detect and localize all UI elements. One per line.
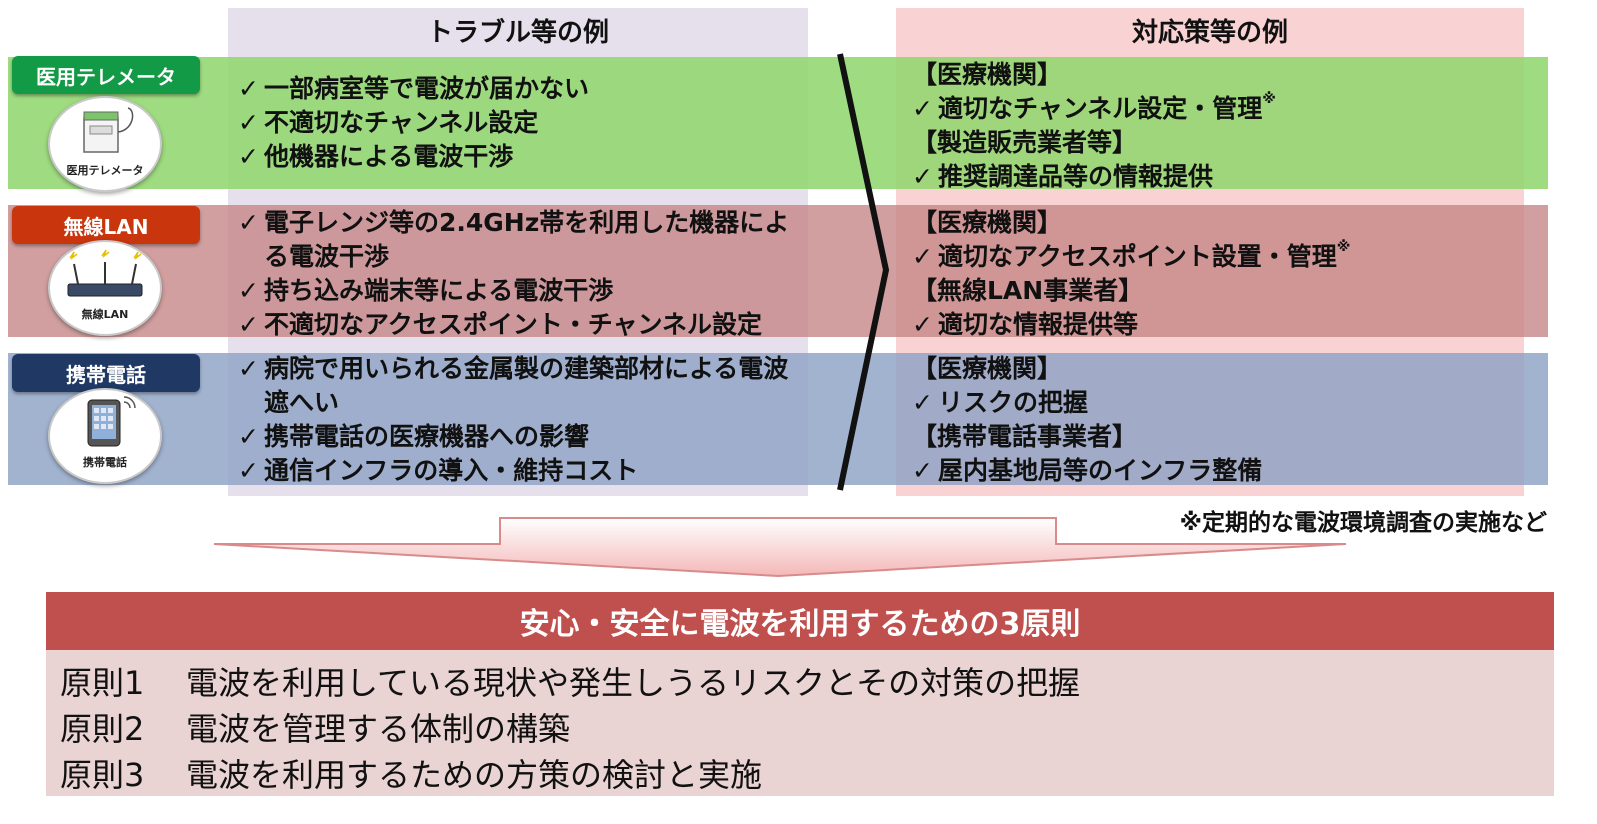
- list-item: ✓病院で用いられる金属製の建築部材による電波遮へい: [238, 354, 789, 417]
- measures-column-title: 対応策等の例: [1131, 18, 1288, 48]
- list-item: ✓適切なアクセスポイント設置・管理※: [912, 239, 1351, 271]
- router-icon-caption: 無線LAN: [81, 308, 129, 321]
- measure-list-wireless-lan: 【医療機関】 ✓適切なアクセスポイント設置・管理※ 【無線LAN事業者】 ✓適切…: [912, 206, 1532, 342]
- measure-header: 【製造販売業者等】: [912, 128, 1138, 157]
- list-item: ✓屋内基地局等のインフラ整備: [912, 456, 1263, 485]
- measure-header: 【医療機関】: [912, 354, 1063, 383]
- measure-list-mobile-phone: 【医療機関】 ✓リスクの把握 【携帯電話事業者】 ✓屋内基地局等のインフラ整備: [912, 352, 1532, 488]
- tablet-icon-caption: 携帯電話: [83, 456, 127, 469]
- measure-header: 【医療機関】: [912, 208, 1063, 237]
- trouble-list-wireless-lan: ✓電子レンジ等の2.4GHz帯を利用した機器による電波干渉 ✓持ち込み端末等によ…: [238, 206, 808, 342]
- list-item: ✓リスクの把握: [912, 388, 1089, 417]
- footnote: ※定期的な電波環境調査の実施など: [1179, 510, 1547, 536]
- list-item: ✓一部病室等で電波が届かない: [238, 74, 590, 103]
- chevron-arrow: [837, 53, 890, 491]
- list-item: ✓通信インフラの導入・維持コスト: [238, 456, 639, 485]
- router-icon-circle: 無線LAN: [48, 240, 162, 336]
- trouble-list-telemeter: ✓一部病室等で電波が届かない ✓不適切なチャンネル設定 ✓他機器による電波干渉: [238, 72, 808, 174]
- telemeter-icon-caption: 医用テレメータ: [66, 164, 144, 177]
- router-icon: [67, 249, 143, 297]
- list-item: ✓適切なチャンネル設定・管理※: [912, 91, 1276, 123]
- band-wireless-lan: [8, 205, 1548, 337]
- measure-header: 【無線LAN事業者】: [912, 276, 1144, 305]
- telemeter-icon: [83, 107, 134, 153]
- trouble-column-title: トラブル等の例: [426, 18, 609, 48]
- trouble-list-mobile-phone: ✓病院で用いられる金属製の建築部材による電波遮へい ✓携帯電話の医療機器への影響…: [238, 352, 808, 488]
- tablet-icon-circle: 携帯電話: [48, 388, 162, 484]
- tablet-icon: [87, 396, 136, 447]
- list-item: ✓持ち込み端末等による電波干渉: [238, 276, 614, 305]
- list-item: ✓不適切なアクセスポイント・チャンネル設定: [238, 310, 763, 339]
- measure-list-telemeter: 【医療機関】 ✓適切なチャンネル設定・管理※ 【製造販売業者等】 ✓推奨調達品等…: [912, 58, 1532, 194]
- band-mobile-phone: [8, 353, 1548, 485]
- list-item: ✓他機器による電波干渉: [238, 142, 514, 171]
- list-item: ✓不適切なチャンネル設定: [238, 108, 539, 137]
- list-item: ✓推奨調達品等の情報提供: [912, 162, 1214, 191]
- category-label-telemeter: 医用テレメータ: [12, 56, 200, 94]
- telemeter-icon-circle: 医用テレメータ: [48, 96, 162, 192]
- measure-header: 【医療機関】: [912, 60, 1063, 89]
- list-item: ✓携帯電話の医療機器への影響: [238, 422, 590, 451]
- list-item: ✓適切な情報提供等: [912, 310, 1139, 339]
- category-label-mobile-phone: 携帯電話: [12, 354, 200, 392]
- band-telemeter: [8, 57, 1548, 189]
- down-arrow: [213, 517, 1347, 578]
- measure-header: 【携帯電話事業者】: [912, 422, 1138, 451]
- category-label-wireless-lan: 無線LAN: [12, 206, 200, 244]
- principles-title: 安心・安全に電波を利用するための3原則: [46, 592, 1554, 650]
- list-item: ✓電子レンジ等の2.4GHz帯を利用した機器による電波干渉: [238, 208, 790, 271]
